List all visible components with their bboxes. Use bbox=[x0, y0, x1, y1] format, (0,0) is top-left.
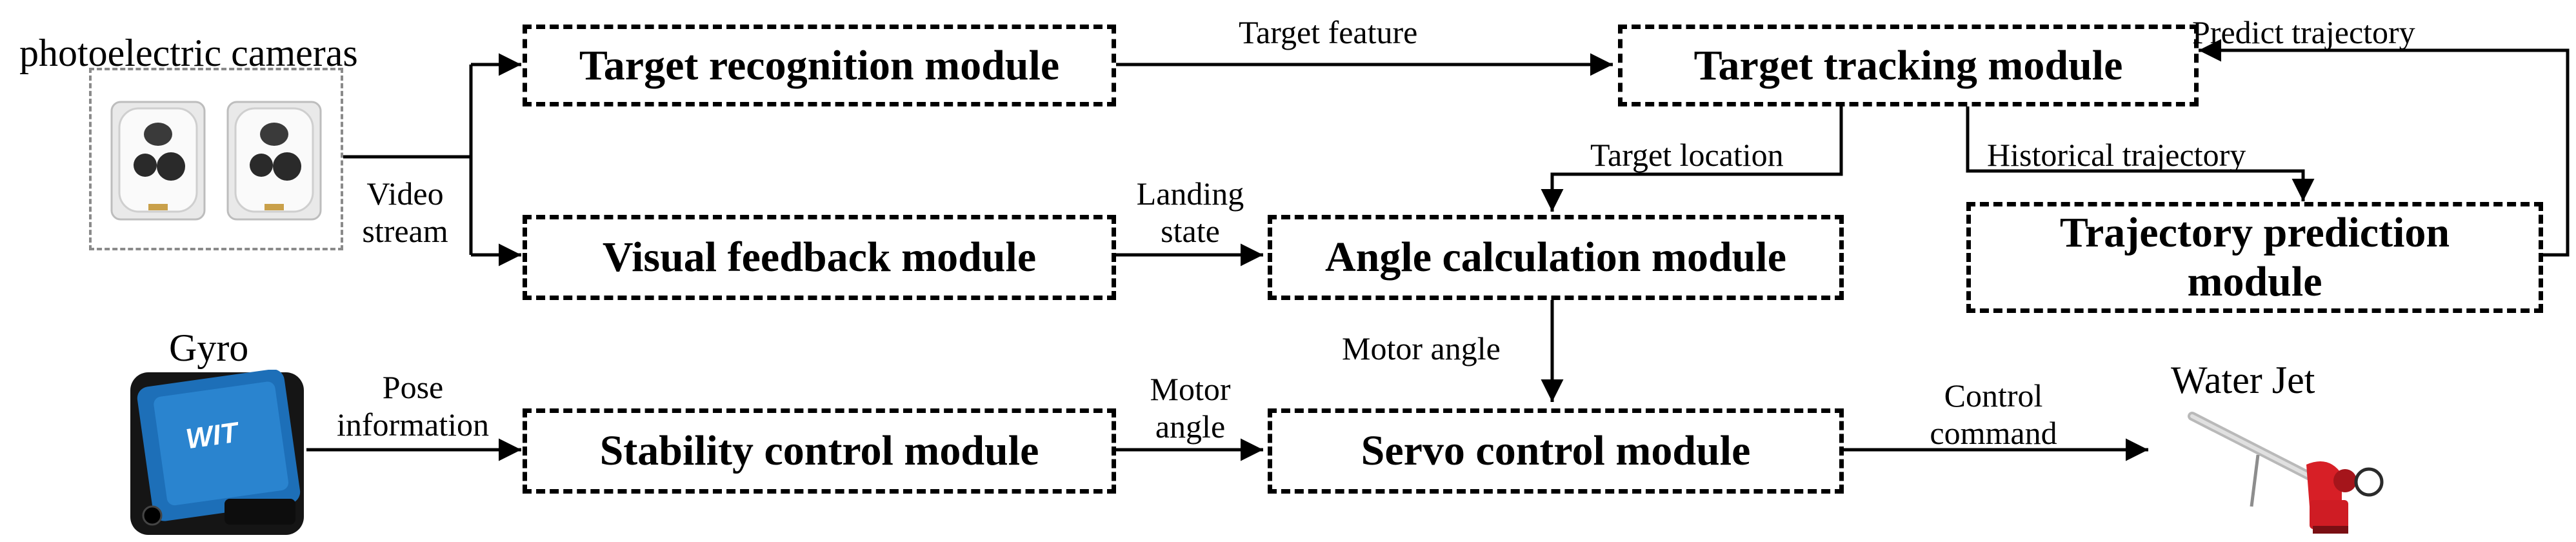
arrow-target-location bbox=[1541, 105, 1843, 212]
stability-control-module: Stability control module bbox=[523, 408, 1116, 494]
control-command-label-line1: Control bbox=[1944, 377, 2043, 414]
motor-angle-label-line1: Motor bbox=[1150, 371, 1231, 407]
pose-information-label-line1: Pose bbox=[382, 369, 444, 405]
control-command-label-line2: command bbox=[1930, 414, 2057, 451]
camera-image-right bbox=[226, 101, 322, 221]
target-recognition-module: Target recognition module bbox=[523, 25, 1116, 106]
landing-state-label-line2: state bbox=[1161, 212, 1220, 249]
target-tracking-module: Target tracking module bbox=[1618, 25, 2199, 106]
historical-trajectory-label: Historical trajectory bbox=[1987, 137, 2246, 173]
water-jet-caption: Water Jet bbox=[2171, 359, 2315, 401]
landing-state-label-line1: Landing bbox=[1136, 176, 1244, 212]
motor-angle-vertical-label: Motor angle bbox=[1342, 330, 1501, 366]
predict-trajectory-label: Predict trajectory bbox=[2192, 14, 2415, 50]
cameras-caption: photoelectric cameras bbox=[19, 32, 358, 74]
video-stream-label: Video stream bbox=[347, 176, 463, 250]
video-stream-label-line1: Video bbox=[366, 176, 444, 212]
landing-state-label: Landing state bbox=[1113, 176, 1268, 250]
arrow-historical-trajectory bbox=[1966, 105, 2315, 201]
pose-information-label: Pose information bbox=[310, 369, 516, 443]
motor-angle-label: Motor angle bbox=[1123, 371, 1258, 445]
video-stream-label-line2: stream bbox=[362, 212, 448, 249]
gyro-caption: Gyro bbox=[169, 326, 249, 369]
pose-information-label-line2: information bbox=[336, 406, 490, 443]
trajectory-prediction-module: Trajectory prediction module bbox=[1966, 202, 2543, 313]
arrow-predict-trajectory bbox=[2199, 39, 2570, 257]
visual-feedback-module: Visual feedback module bbox=[523, 215, 1116, 300]
motor-angle-label-line2: angle bbox=[1155, 408, 1226, 445]
angle-calculation-module: Angle calculation module bbox=[1268, 215, 1844, 300]
gyro-image: WIT bbox=[128, 370, 306, 537]
water-jet-image bbox=[2188, 412, 2384, 534]
target-location-label: Target location bbox=[1590, 137, 1784, 173]
servo-control-module: Servo control module bbox=[1268, 408, 1844, 494]
camera-image-left bbox=[110, 101, 206, 221]
target-feature-label: Target feature bbox=[1239, 14, 1418, 50]
control-command-label: Control command bbox=[1897, 377, 2090, 452]
